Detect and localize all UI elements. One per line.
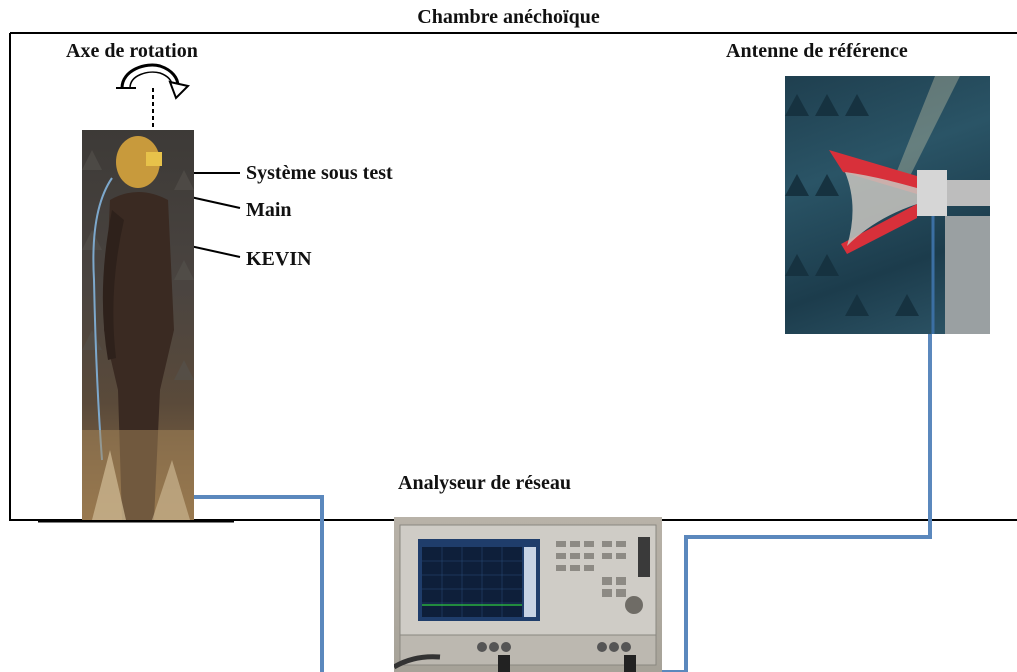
- mannequin-photo: [82, 130, 194, 520]
- reference-antenna-photo: [785, 76, 990, 334]
- system-under-test-label: Système sous test: [246, 162, 393, 185]
- kevin-label: KEVIN: [246, 248, 312, 271]
- chamber-frame-left: [10, 33, 82, 520]
- reference-antenna-label: Antenne de référence: [726, 40, 908, 63]
- rotation-axis-label: Axe de rotation: [66, 40, 198, 63]
- rotation-arrow-icon: [116, 65, 188, 98]
- chamber-title: Chambre anéchoïque: [0, 6, 1017, 29]
- network-analyzer-label: Analyseur de réseau: [398, 472, 571, 495]
- hand-label: Main: [246, 199, 292, 222]
- cable-antenna-analyzer: [652, 334, 930, 672]
- network-analyzer-photo: [394, 517, 662, 672]
- cable-mannequin-analyzer: [190, 497, 322, 672]
